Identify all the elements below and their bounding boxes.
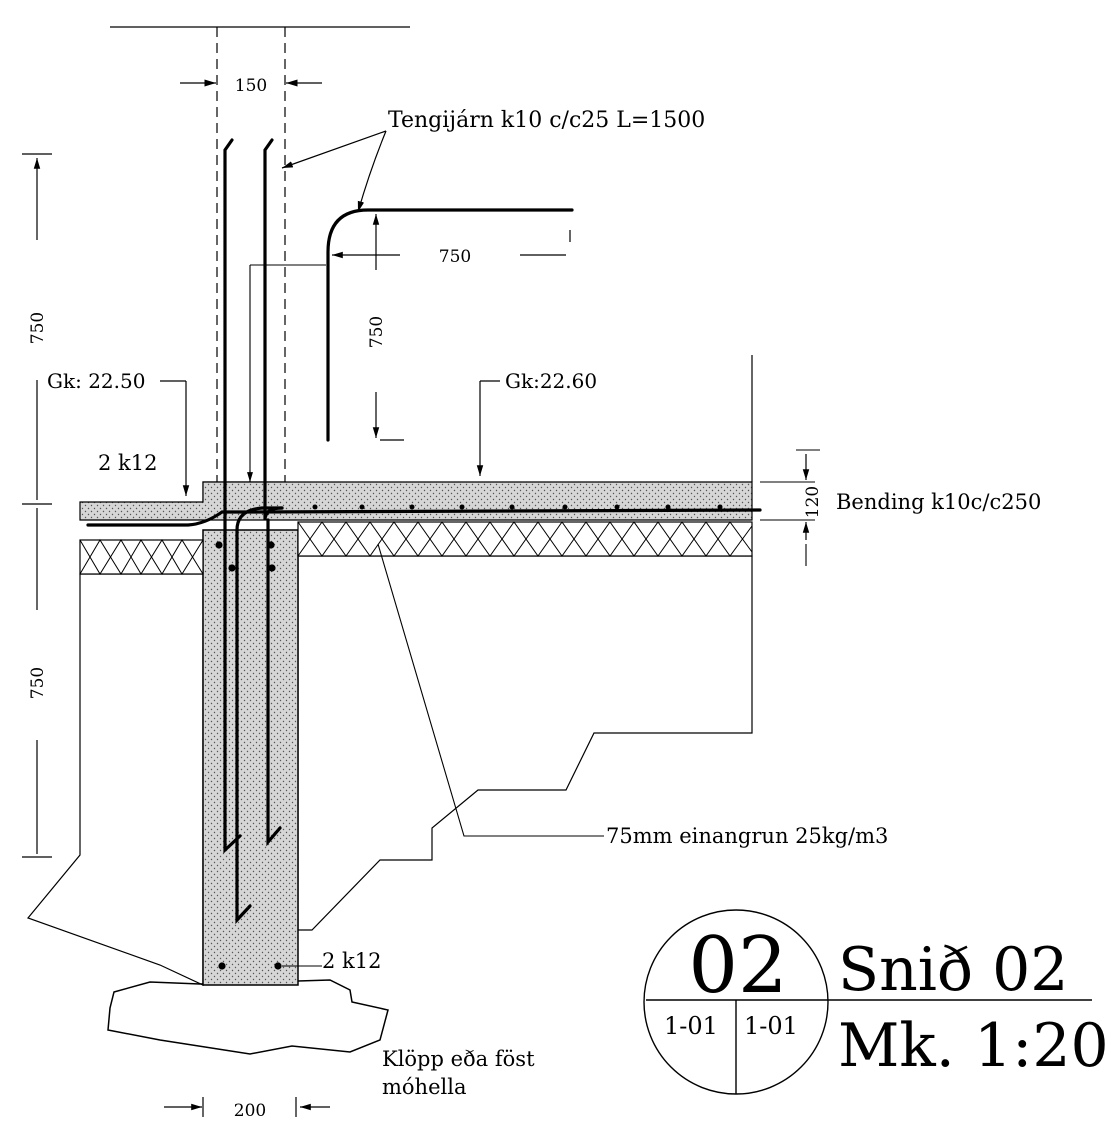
dim-left-lower: 750 bbox=[28, 667, 48, 699]
rebar-lines bbox=[86, 138, 762, 925]
fill-left-ground bbox=[26, 573, 204, 986]
dim-wall-width: 150 bbox=[235, 76, 267, 96]
section-title: Snið 02 bbox=[838, 935, 1068, 1005]
rebar-top-label: 2 k12 bbox=[98, 451, 157, 475]
dim-left-upper: 750 bbox=[28, 312, 48, 344]
slab-mesh-dots bbox=[312, 504, 723, 510]
rock-label-line2: móhella bbox=[382, 1075, 466, 1099]
rock-label-line1: Klöpp eða föst bbox=[382, 1047, 535, 1071]
ref-sheet-right: 1-01 bbox=[744, 1012, 798, 1040]
dim-slab-thickness: 120 bbox=[803, 486, 823, 518]
gk-left-label: Gk: 22.50 bbox=[47, 369, 145, 393]
rebar-bottom-label: 2 k12 bbox=[322, 949, 381, 973]
foundation-wall bbox=[202, 529, 299, 986]
dim-footing-width: 200 bbox=[234, 1101, 266, 1121]
fill-right-ground bbox=[297, 555, 753, 931]
k12-bars bbox=[215, 541, 282, 970]
dim-bend-length: 750 bbox=[439, 247, 471, 267]
dim-bend-height: 750 bbox=[367, 316, 387, 348]
insulation-label: 75mm einangrun 25kg/m3 bbox=[606, 824, 888, 848]
floor-slab bbox=[79, 481, 753, 521]
bending-label: Bending k10c/c250 bbox=[836, 490, 1041, 514]
gk-right-label: Gk:22.60 bbox=[505, 369, 597, 393]
title-block: 02 1-01 1-01 Snið 02 Mk. 1:20 bbox=[643, 909, 1109, 1095]
tengijarn-label: Tengijárn k10 c/c25 L=1500 bbox=[388, 108, 705, 133]
scale-label: Mk. 1:20 bbox=[838, 1011, 1109, 1081]
section-number: 02 bbox=[688, 921, 787, 1011]
insulation-left bbox=[79, 539, 204, 575]
ref-sheet-left: 1-01 bbox=[664, 1012, 718, 1040]
rock-bearing bbox=[107, 979, 389, 1055]
